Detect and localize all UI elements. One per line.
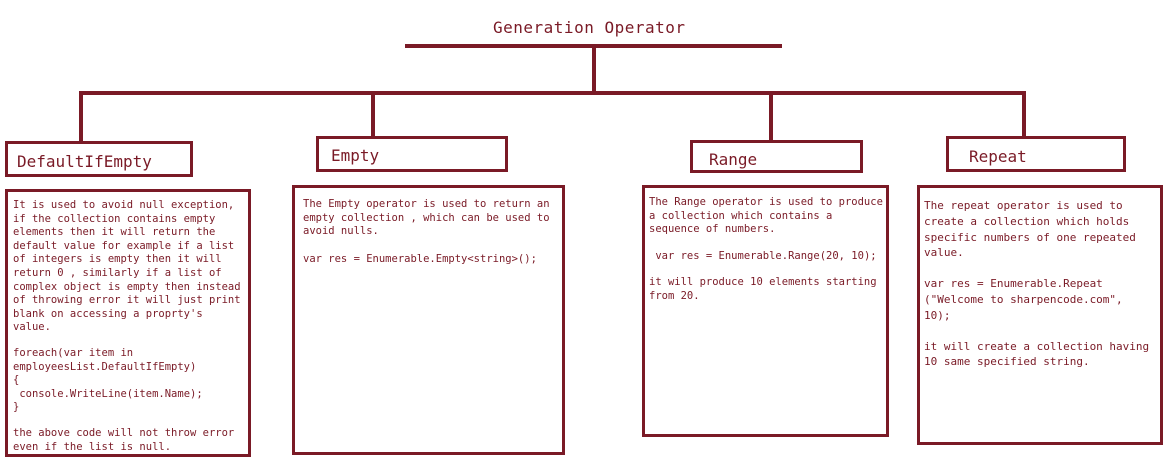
node-code: foreach(var item in employeesList.Defaul… (13, 346, 203, 414)
node-body-range: The Range operator is used to produce a … (642, 185, 889, 437)
node-code: var res = Enumerable.Empty<string>(); (303, 252, 537, 265)
drop-connector-empty (371, 91, 375, 136)
trunk-connector (592, 46, 596, 94)
node-note: the above code will not throw error even… (13, 426, 241, 453)
node-description: The Empty operator is used to return an … (303, 198, 556, 238)
node-header-repeat: Repeat (946, 136, 1126, 172)
drop-connector-repeat (1022, 91, 1026, 136)
node-label: DefaultIfEmpty (17, 152, 152, 171)
node-description: The Range operator is used to produce a … (649, 196, 889, 236)
node-body-repeat: The repeat operator is used to create a … (917, 185, 1163, 445)
node-label: Empty (331, 146, 380, 165)
drop-connector-defaultifempty (79, 91, 83, 141)
node-body-defaultifempty: It is used to avoid null exception, if t… (5, 189, 251, 457)
drop-connector-range (769, 91, 773, 140)
node-label: Repeat (969, 147, 1027, 166)
node-description: The repeat operator is used to create a … (924, 199, 1143, 260)
node-code: var res = Enumerable.Repeat ("Welcome to… (924, 277, 1123, 322)
node-body-empty: The Empty operator is used to return an … (292, 185, 565, 455)
node-note: it will create a collection having 10 sa… (924, 339, 1156, 369)
node-header-defaultifempty: DefaultIfEmpty (5, 141, 193, 177)
node-code: var res = Enumerable.Range(20, 10); (649, 249, 877, 262)
node-header-empty: Empty (316, 136, 508, 172)
diagram-title: Generation Operator (493, 18, 686, 37)
node-description: It is used to avoid null exception, if t… (13, 199, 247, 334)
node-label: Range (709, 150, 758, 169)
branch-bar (79, 91, 1026, 95)
node-note: it will produce 10 elements starting fro… (649, 276, 883, 302)
node-header-range: Range (690, 140, 863, 173)
